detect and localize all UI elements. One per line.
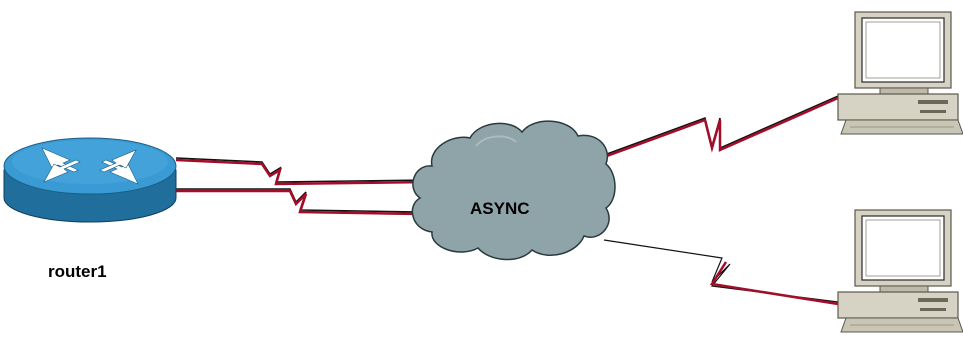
router-label: router1 [48, 262, 107, 281]
link-cloud-computer-bottom [603, 239, 839, 306]
computer-icon [837, 11, 963, 135]
link-cloud-computer-top [595, 95, 839, 162]
computer-icon [837, 209, 963, 333]
link-router-cloud-upper [175, 157, 431, 186]
link-router-cloud-lower [176, 188, 421, 216]
cloud-label: ASYNC [470, 199, 530, 218]
cloud-icon [411, 120, 616, 261]
router-icon [3, 137, 177, 223]
